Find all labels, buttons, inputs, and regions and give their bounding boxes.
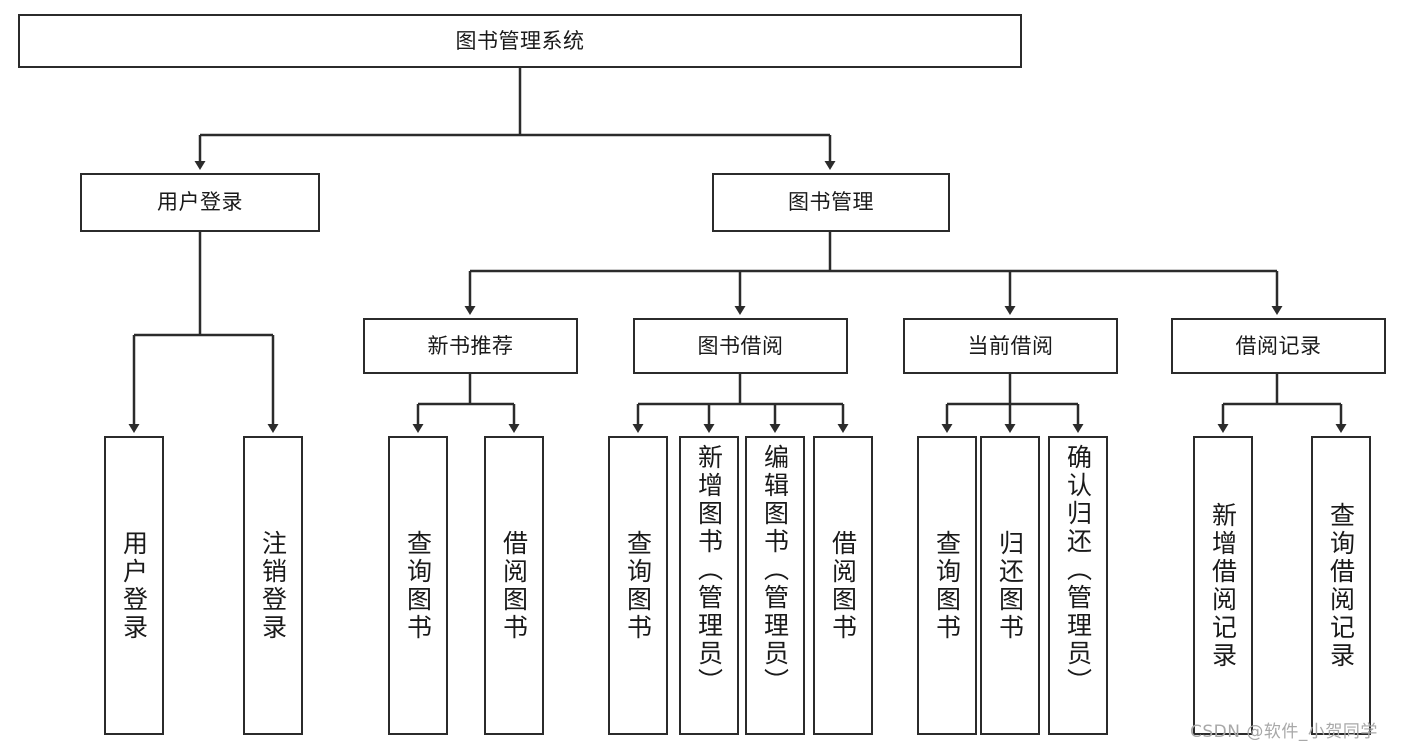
node-leaf-logout-login[interactable]: 注销登录 (243, 436, 303, 735)
node-leaf-add-book-admin[interactable]: 新增图书（管理员） (679, 436, 739, 735)
node-leaf-add-borrow-record[interactable]: 新增借阅记录 (1193, 436, 1253, 735)
node-leaf-confirm-return-admin[interactable]: 确认归还（管理员） (1048, 436, 1108, 735)
node-user-login[interactable]: 用户登录 (80, 173, 320, 232)
watermark-csdn: CSDN @软件_小贺同学 (1190, 722, 1378, 742)
node-label: 查询图书 (623, 529, 653, 642)
node-leaf-query-book-current[interactable]: 查询图书 (917, 436, 977, 735)
node-label: 借阅记录 (1235, 333, 1322, 358)
node-new-book-recommend[interactable]: 新书推荐 (363, 318, 578, 374)
node-root-book-management-system[interactable]: 图书管理系统 (18, 14, 1022, 68)
node-label: 新增图书（管理员） (694, 444, 724, 696)
node-leaf-borrow-book-recommend[interactable]: 借阅图书 (484, 436, 544, 735)
node-leaf-edit-book-admin[interactable]: 编辑图书（管理员） (745, 436, 805, 735)
node-label: 借阅图书 (828, 529, 858, 642)
node-label: 归还图书 (995, 529, 1025, 642)
node-label: 用户登录 (119, 529, 149, 642)
node-leaf-borrow-book-borrow[interactable]: 借阅图书 (813, 436, 873, 735)
node-label: 编辑图书（管理员） (760, 444, 790, 696)
node-book-management[interactable]: 图书管理 (712, 173, 950, 232)
node-label: 查询图书 (932, 529, 962, 642)
node-leaf-query-book-borrow[interactable]: 查询图书 (608, 436, 668, 735)
node-label: 查询借阅记录 (1326, 501, 1356, 670)
node-current-borrow[interactable]: 当前借阅 (903, 318, 1118, 374)
node-leaf-user-login[interactable]: 用户登录 (104, 436, 164, 735)
node-borrow-record[interactable]: 借阅记录 (1171, 318, 1386, 374)
node-leaf-return-book[interactable]: 归还图书 (980, 436, 1040, 735)
node-label: 新书推荐 (427, 333, 514, 358)
node-label: 查询图书 (403, 529, 433, 642)
node-label: 注销登录 (258, 529, 288, 642)
node-label: 当前借阅 (967, 333, 1054, 358)
node-leaf-query-book-recommend[interactable]: 查询图书 (388, 436, 448, 735)
node-leaf-query-borrow-record[interactable]: 查询借阅记录 (1311, 436, 1371, 735)
node-label: 新增借阅记录 (1208, 501, 1238, 670)
node-label: 图书管理系统 (455, 28, 585, 53)
node-label: 图书借阅 (697, 333, 784, 358)
node-label: 图书管理 (788, 190, 874, 215)
node-book-borrow[interactable]: 图书借阅 (633, 318, 848, 374)
node-label: 借阅图书 (499, 529, 529, 642)
node-label: 用户登录 (157, 190, 243, 215)
node-label: 确认归还（管理员） (1063, 444, 1093, 696)
